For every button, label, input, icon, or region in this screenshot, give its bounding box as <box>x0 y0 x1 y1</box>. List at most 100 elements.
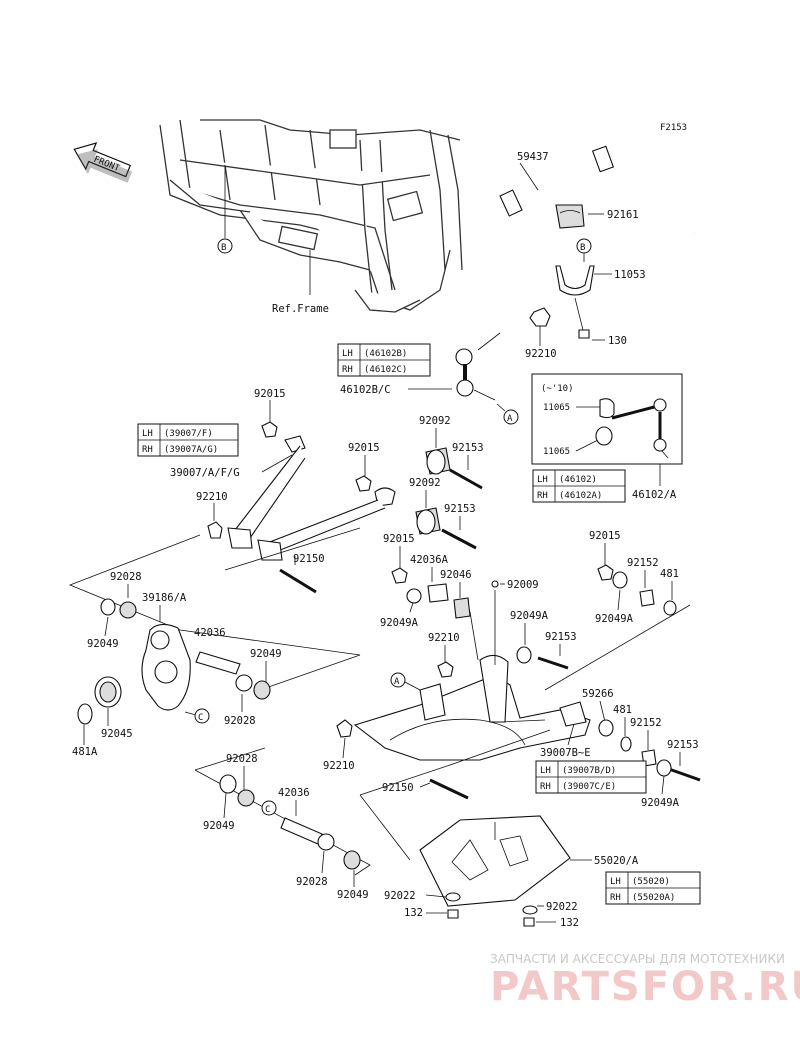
table-39007bd: LH (39007B/D) RH (39007C/E) <box>535 760 647 794</box>
label-92150-b: 92150 <box>382 782 414 794</box>
table-55020: LH (55020) RH (55020A) <box>605 871 701 905</box>
svg-text:(55020): (55020) <box>632 877 670 887</box>
label-92049-a: 92049 <box>87 638 119 650</box>
svg-text:LH: LH <box>537 475 548 485</box>
svg-text:RH: RH <box>537 491 548 501</box>
label-92022-b: 92022 <box>546 901 578 913</box>
watermark: ЗАПЧАСТИ И АКСЕССУАРЫ ДЛЯ МОТОТЕХНИКИ PA… <box>490 952 800 1010</box>
svg-text:LH: LH <box>610 877 621 887</box>
label-59266: 59266 <box>582 688 614 700</box>
svg-text:RH: RH <box>610 893 621 903</box>
label-92028-c: 92028 <box>226 753 258 765</box>
label-92015-c: 92015 <box>383 533 415 545</box>
label-92153-d: 92153 <box>667 739 699 751</box>
label-92028-b: 92028 <box>224 715 256 727</box>
label-92049a-d: 92049A <box>641 797 680 809</box>
label-132-a: 132 <box>404 907 423 919</box>
label-55020a: 55020/A <box>594 855 639 867</box>
label-92015-a: 92015 <box>254 388 286 400</box>
label-11065-b: 11065 <box>543 447 570 457</box>
svg-text:RH: RH <box>342 365 353 375</box>
label-92161: 92161 <box>607 209 639 221</box>
svg-text:(46102A): (46102A) <box>559 491 602 501</box>
label-92210-c: 92210 <box>428 632 460 644</box>
label-92028-d: 92028 <box>296 876 328 888</box>
label-92049-d: 92049 <box>337 889 369 901</box>
label-42036-a: 42036 <box>194 627 226 639</box>
label-92152-a: 92152 <box>627 557 659 569</box>
svg-text:(39007C/E): (39007C/E) <box>562 782 616 792</box>
label-39186a: 39186/A <box>142 592 187 604</box>
table-39007: LH (39007/F) RH (39007A/G) <box>137 423 239 457</box>
label-92049a-c: 92049A <box>595 613 634 625</box>
label-92092-b: 92092 <box>409 477 441 489</box>
label-92049-b: 92049 <box>250 648 282 660</box>
label-92049-c: 92049 <box>203 820 235 832</box>
label-11053: 11053 <box>614 269 646 281</box>
label-92049a-b: 92049A <box>510 610 549 622</box>
label-132-b: 132 <box>560 917 579 929</box>
label-92022-a: 92022 <box>384 890 416 902</box>
label-46102bc: 46102B/C <box>340 384 391 396</box>
svg-text:B: B <box>580 243 585 253</box>
label-92009: 92009 <box>507 579 539 591</box>
label-46102a: 46102/A <box>632 489 677 501</box>
svg-text:RH: RH <box>540 782 551 792</box>
label-42036-b: 42036 <box>278 787 310 799</box>
lower-bushing-group: 92028 92049 C 42036 92028 92049 <box>194 747 371 901</box>
label-92028-a: 92028 <box>110 571 142 583</box>
table-46102bc: LH (46102B) RH (46102C) <box>337 343 431 377</box>
label-92150-a: 92150 <box>293 553 325 565</box>
svg-text:LH: LH <box>540 766 551 776</box>
stabilizer-bar: 59437 <box>492 145 697 331</box>
right-hardware: 92015 92049A 92152 481 59266 481 92152 9… <box>540 530 701 809</box>
svg-text:C: C <box>265 805 270 815</box>
label-481-b: 481 <box>613 704 632 716</box>
svg-text:LH: LH <box>142 429 153 439</box>
label-92015-b: 92015 <box>348 442 380 454</box>
watermark-top: ЗАПЧАСТИ И АКСЕССУАРЫ ДЛЯ МОТОТЕХНИКИ <box>490 952 785 966</box>
svg-text:(46102B): (46102B) <box>364 349 407 359</box>
upper-a-arm: 92015 92150 92210 39007/A/F/G <box>170 388 396 594</box>
svg-text:B: B <box>221 243 226 253</box>
label-11065-a: 11065 <box>543 403 570 413</box>
label-481a: 481A <box>72 746 98 758</box>
label-92092-a: 92092 <box>419 415 451 427</box>
svg-text:C: C <box>198 713 203 723</box>
front-arrow-icon: FRONT <box>73 142 133 183</box>
label-92153-b: 92153 <box>444 503 476 515</box>
label-92210-d: 92210 <box>323 760 355 772</box>
label-42036a: 42036A <box>410 554 449 566</box>
label-92045: 92045 <box>101 728 133 740</box>
svg-text:RH: RH <box>142 445 153 455</box>
lower-a-arm: 92210 A 92150 <box>323 654 591 800</box>
svg-text:LH: LH <box>342 349 353 359</box>
label-92046: 92046 <box>440 569 472 581</box>
svg-text:(55020A): (55020A) <box>632 893 675 903</box>
svg-text:A: A <box>507 414 513 424</box>
svg-text:(39007/F): (39007/F) <box>164 429 213 439</box>
skid-plate-55020: 55020/A 92022 132 92022 132 <box>359 729 639 929</box>
svg-text:(39007B/D): (39007B/D) <box>562 766 616 776</box>
label-59437: 59437 <box>517 151 549 163</box>
label-92153-a: 92153 <box>452 442 484 454</box>
svg-text:(46102): (46102) <box>559 475 597 485</box>
svg-text:(39007A/G): (39007A/G) <box>164 445 218 455</box>
year-note: (~'10) <box>541 384 574 394</box>
ref-frame-label: Ref.Frame <box>272 303 329 315</box>
lower-arm-hardware: 92015 42036A 92046 92049A 92009 92049A 9… <box>380 533 577 678</box>
table-46102: LH (46102) RH (46102A) 46102/A <box>532 464 677 503</box>
label-481-a: 481 <box>660 568 679 580</box>
bushing-92161: 92161 <box>555 204 639 229</box>
figure-code: F2153 <box>660 123 687 133</box>
inset-pre-2010: (~'10) 11065 11065 <box>531 373 683 465</box>
upper-arm-hardware: 92015 92092 92153 92092 92153 <box>348 415 484 550</box>
bracket-11053: B 11053 130 <box>555 238 646 347</box>
label-39007afg: 39007/A/F/G <box>170 467 240 479</box>
label-92210-top: 92210 <box>525 348 557 360</box>
label-39007be: 39007B~E <box>540 747 591 759</box>
label-92049a-a: 92049A <box>380 617 419 629</box>
knuckle-group: 92028 92049 39186/A C 42036 92049 92028 … <box>68 527 361 758</box>
